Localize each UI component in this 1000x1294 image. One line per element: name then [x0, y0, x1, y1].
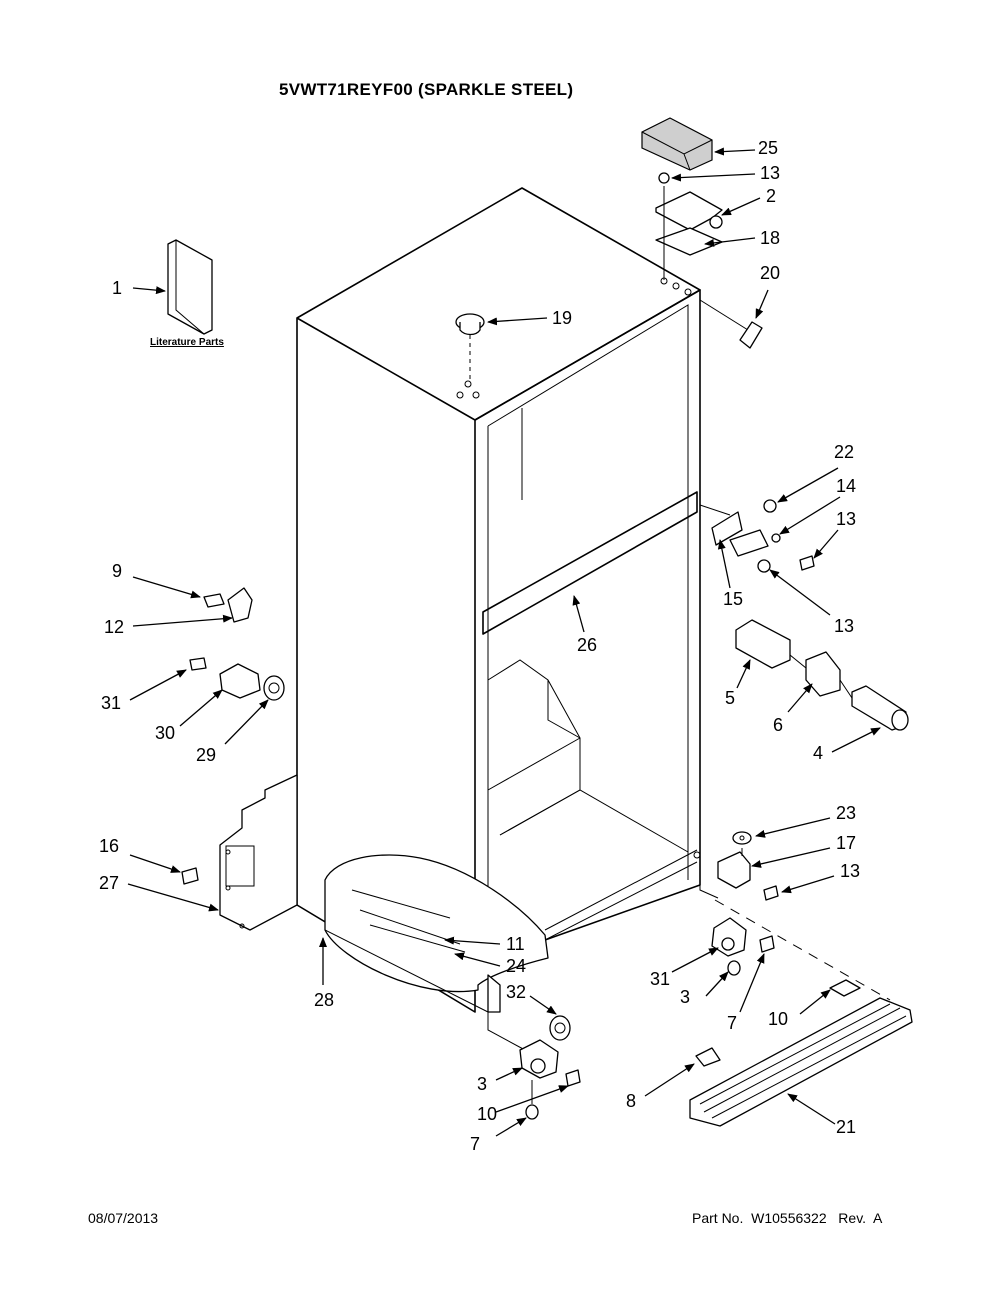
callout-label: 26 — [577, 635, 598, 655]
callout-label: 9 — [112, 561, 123, 581]
callout-label: 23 — [836, 803, 857, 823]
callout-label: 10 — [477, 1104, 498, 1124]
callout-label: 7 — [470, 1134, 481, 1154]
callout-label: 11 — [506, 934, 525, 954]
literature-parts-label: Literature Parts — [150, 337, 224, 348]
literature-booklet — [167, 239, 213, 335]
base-pan-assembly — [324, 854, 549, 1051]
lower-hinge-parts — [699, 831, 779, 901]
callout-label: 4 — [813, 743, 824, 763]
callout-label: 17 — [836, 833, 857, 853]
diagram-title: 5VWT71REYF00 (SPARKLE STEEL) — [279, 80, 574, 99]
callout-label: 22 — [834, 442, 855, 462]
callout-label: 5 — [725, 688, 736, 708]
callout-label: 12 — [104, 617, 125, 637]
callout-label: 6 — [773, 715, 784, 735]
top-cap-plug — [455, 313, 485, 380]
footer-part-number: Part No. W10556322 Rev. A — [692, 1210, 883, 1226]
callout-label: 3 — [680, 987, 691, 1007]
callout-label: 18 — [760, 228, 781, 248]
callout-label: 21 — [836, 1117, 857, 1137]
callout-label: 31 — [650, 969, 671, 989]
callout-label: 16 — [99, 836, 120, 856]
callout-label: 14 — [836, 476, 857, 496]
callout-label: 31 — [101, 693, 122, 713]
callout-label: 30 — [155, 723, 176, 743]
rear-roller-parts — [711, 899, 891, 1001]
callout-label: 27 — [99, 873, 120, 893]
callout-label: 29 — [196, 745, 217, 765]
callout-label: 19 — [552, 308, 573, 328]
left-side-parts — [181, 587, 298, 931]
callout-label: 13 — [840, 861, 861, 881]
callout-label: 8 — [626, 1091, 637, 1111]
callout-label: 13 — [760, 163, 781, 183]
callout-label: 13 — [836, 509, 857, 529]
hinge-pin-parts — [735, 619, 909, 731]
callout-label: 1 — [112, 278, 123, 298]
middle-hinge-parts — [699, 499, 815, 573]
callout-label: 13 — [834, 616, 855, 636]
footer-date: 08/07/2013 — [88, 1210, 159, 1226]
callout-label: 10 — [768, 1009, 789, 1029]
callout-label: 24 — [506, 956, 527, 976]
callout-label: 28 — [314, 990, 335, 1010]
callout-label: 2 — [766, 186, 777, 206]
callout-label: 32 — [506, 982, 527, 1002]
front-roller-parts — [519, 1015, 581, 1120]
callout-label: 15 — [723, 589, 744, 609]
callout-label: 20 — [760, 263, 781, 283]
leader-arrows — [127, 147, 881, 1137]
callout-label: 25 — [758, 138, 779, 158]
base-grille — [689, 979, 913, 1127]
callout-label: 7 — [727, 1013, 738, 1033]
callout-label: 3 — [477, 1074, 488, 1094]
